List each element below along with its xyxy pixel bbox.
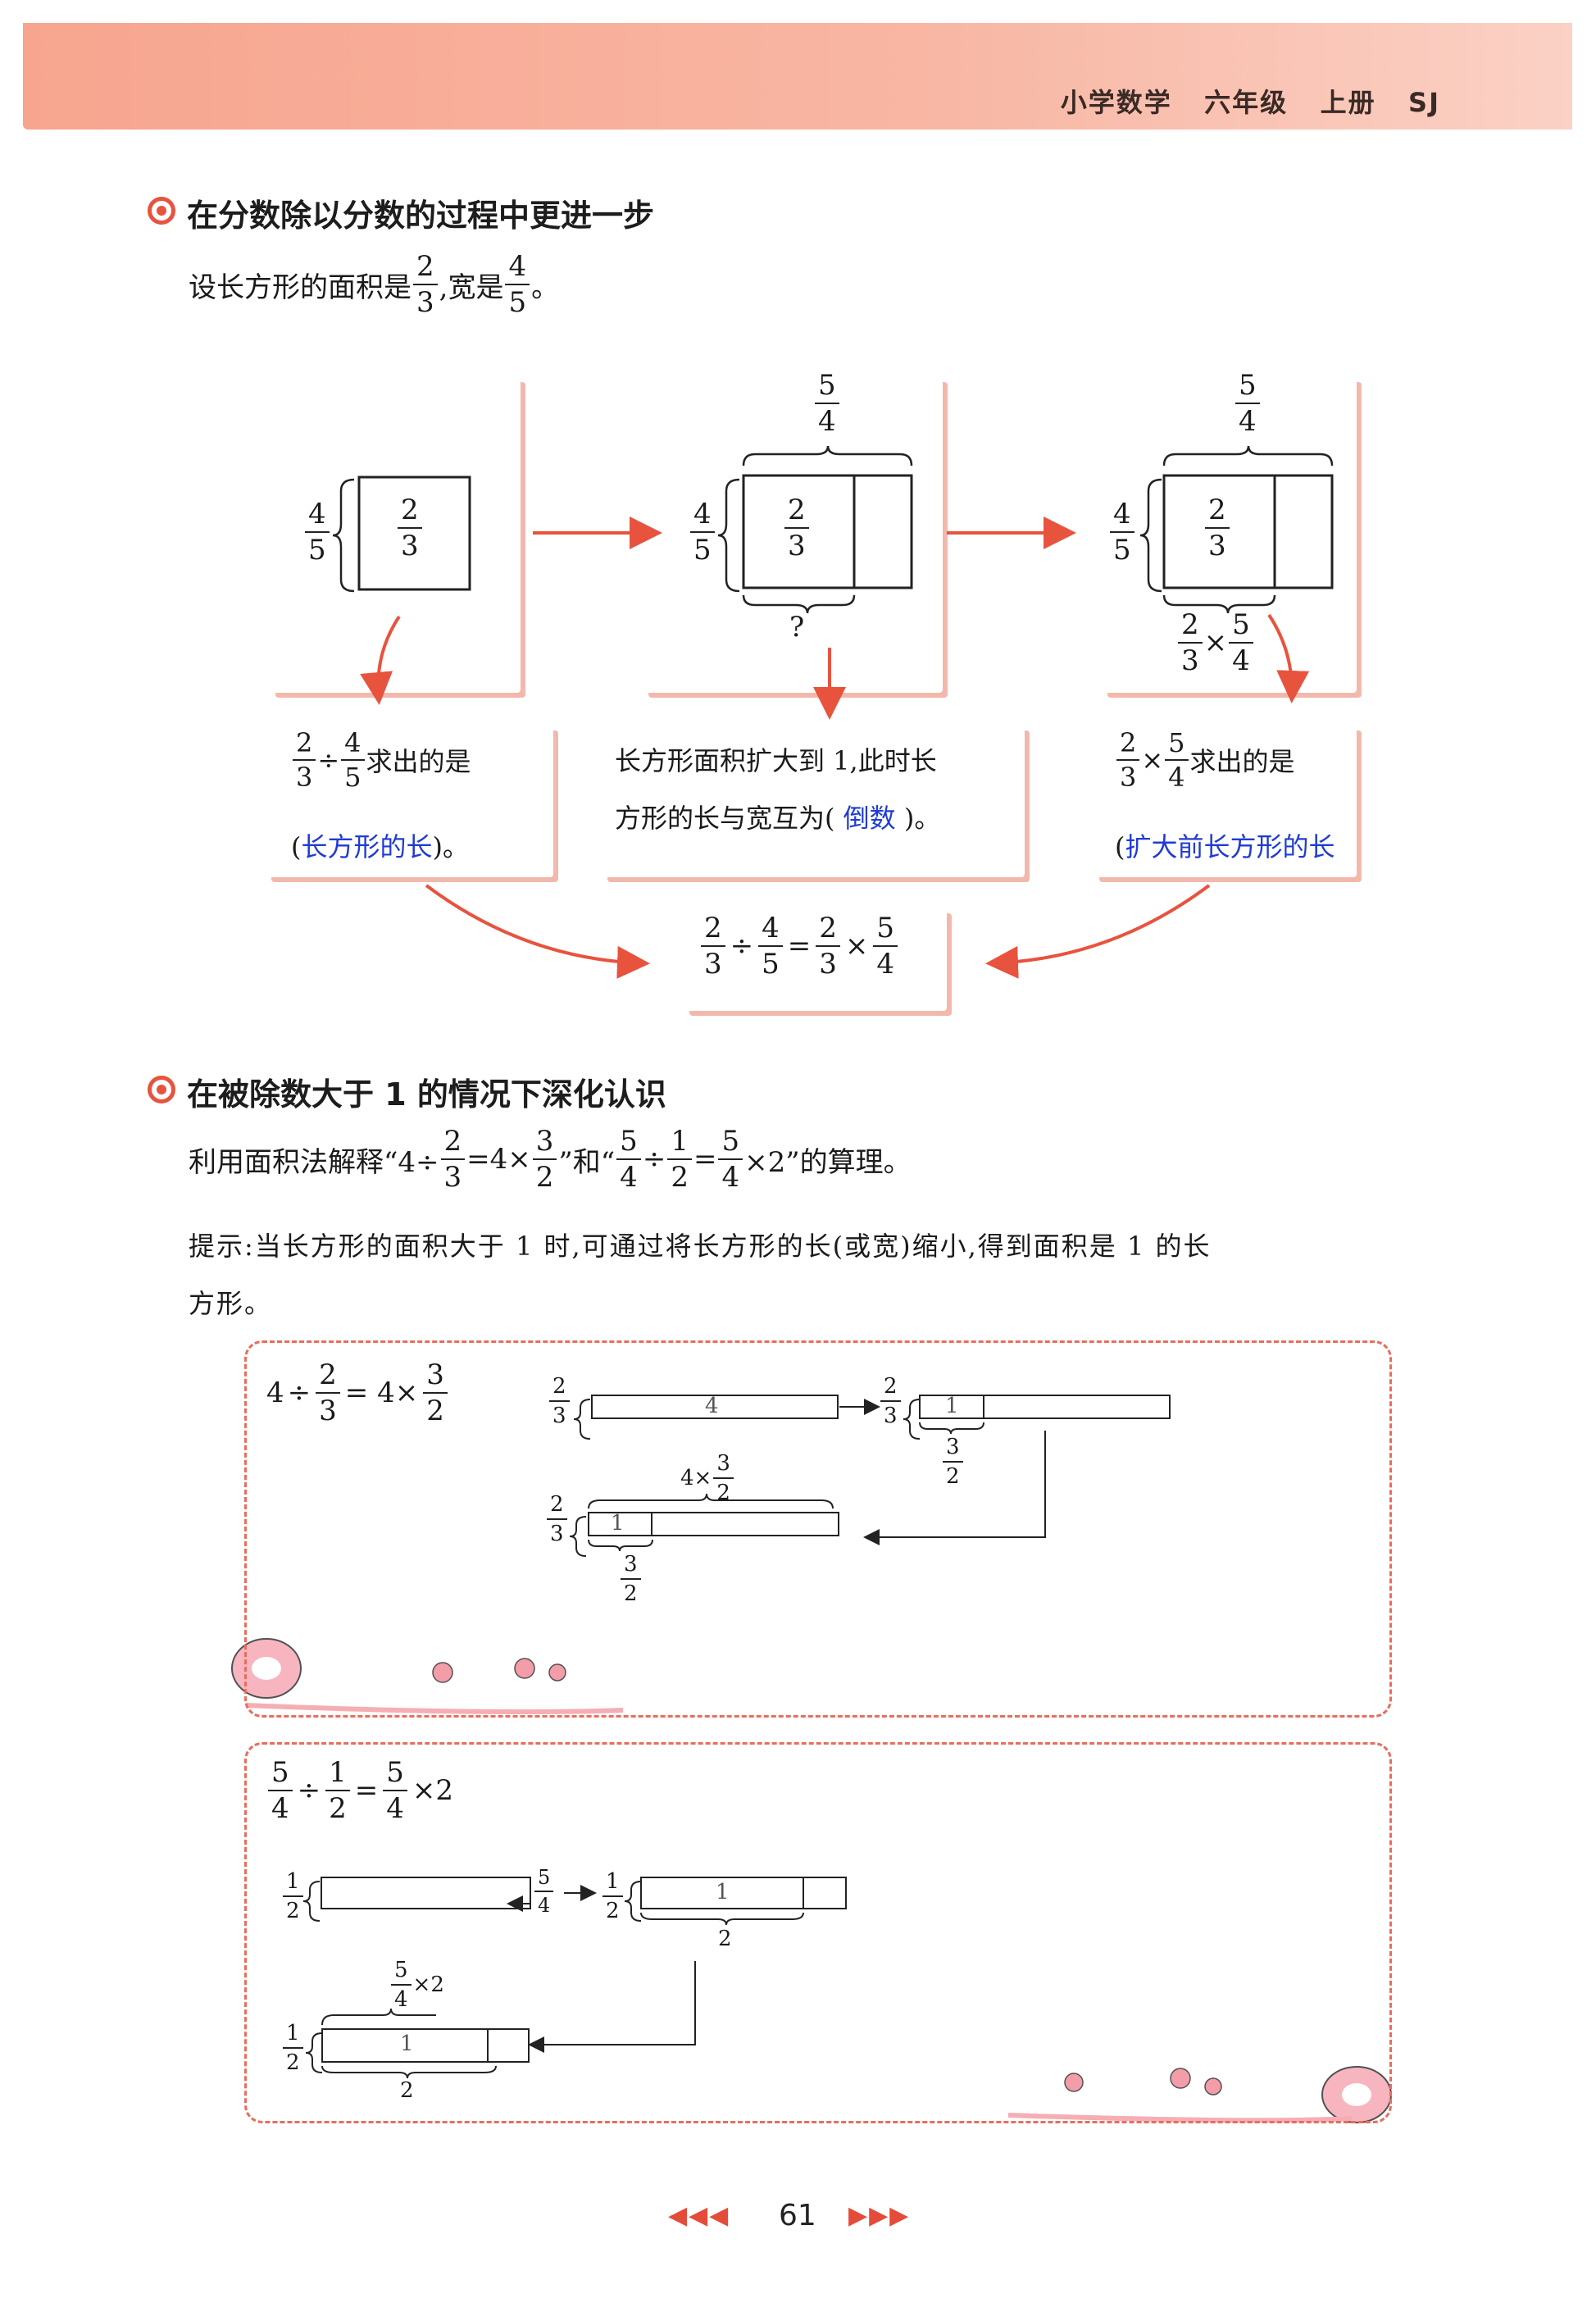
- explain-box-2: [602, 726, 1025, 877]
- explain-1-line2: (长方形的长)。: [291, 831, 469, 862]
- hint-line2: 方形。: [189, 1288, 273, 1319]
- header-volume: 上册: [1320, 87, 1376, 118]
- answer-3: 扩大前长方形的长: [1125, 831, 1335, 862]
- intro-prefix: 设长方形的面积是: [189, 271, 412, 304]
- d1-area-1: 1: [945, 1394, 959, 1418]
- explain-3-line2: (扩大前长方形的长: [1115, 831, 1335, 862]
- target-icon: [148, 197, 175, 225]
- d2-area-1c: 1: [400, 2032, 414, 2056]
- hint-line1: 提示:当长方形的面积大于 1 时,可通过将长方形的长(或宽)缩小,得到面积是 1…: [189, 1231, 1212, 1262]
- d2-len-b: 2: [718, 1927, 732, 1951]
- answer-2: 倒数: [843, 803, 896, 834]
- header-band: [23, 23, 1572, 130]
- section2-title: 在被除数大于 1 的情况下深化认识: [187, 1076, 666, 1113]
- explain-2-line1: 长方形面积扩大到 1,此时长: [615, 745, 937, 776]
- section1-title: 在分数除以分数的过程中更进一步: [187, 198, 655, 234]
- explain-2-line2: 方形的长与宽互为( 倒数 )。: [615, 803, 941, 834]
- explain-box-1: [266, 726, 553, 877]
- intro-suffix: 。: [531, 271, 560, 304]
- explain-box-3: [1094, 726, 1357, 877]
- d1-area-1c: 1: [611, 1511, 625, 1536]
- page-number: 61: [779, 2199, 816, 2232]
- dashed-box-1: [244, 1340, 1392, 1718]
- header-grade: 六年级: [1204, 87, 1289, 118]
- header-subject: 小学数学: [1060, 87, 1172, 118]
- d1-area-4: 4: [705, 1394, 719, 1418]
- next-page-icon[interactable]: ▶▶▶: [848, 2201, 911, 2230]
- intro-mid: ,宽是: [439, 271, 504, 304]
- d2-len-c: 2: [400, 2078, 414, 2103]
- p2-question-mark: ?: [789, 611, 805, 644]
- answer-1: 长方形的长: [301, 831, 433, 862]
- header-title: 小学数学 六年级 上册 SJ: [1061, 82, 1440, 120]
- target-icon-2: [148, 1076, 175, 1103]
- dashed-box-2: [244, 1742, 1392, 2123]
- result-box: [684, 908, 947, 1011]
- header-edition: SJ: [1408, 87, 1440, 118]
- d2-area-1: 1: [716, 1880, 730, 1904]
- prev-page-icon[interactable]: ◀◀◀: [668, 2201, 730, 2230]
- decor-left: [231, 1638, 624, 1714]
